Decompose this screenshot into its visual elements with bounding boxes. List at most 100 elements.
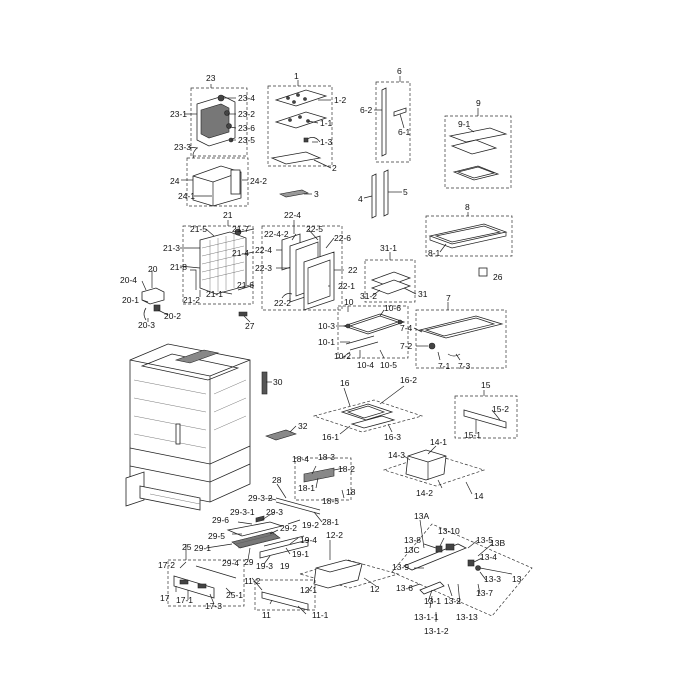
- label-29-2: 29-2: [280, 523, 297, 533]
- label-13-1: 13-1: [424, 596, 441, 606]
- label-29-4: 29-4: [222, 558, 239, 568]
- label-13-2: 13-2: [444, 596, 461, 606]
- label-18-4: 18-4: [292, 454, 309, 464]
- label-13-10: 13-10: [438, 526, 460, 536]
- label-10-2: 10-2: [334, 351, 351, 361]
- label-22: 22: [348, 265, 358, 275]
- label-13-8: 13-8: [404, 535, 421, 545]
- part-5: [383, 169, 389, 217]
- label-22-3: 22-3: [255, 263, 272, 273]
- label-18: 18: [346, 487, 356, 497]
- part-group-10: [337, 305, 409, 359]
- label-21-5: 21-5: [190, 224, 207, 234]
- label-22-5: 22-5: [306, 224, 323, 234]
- label-29-3-2: 29-3-2: [248, 493, 273, 503]
- part-group-19: [259, 535, 309, 559]
- part-30: [261, 371, 268, 395]
- label-9-1: 9-1: [458, 119, 471, 129]
- label-19-4: 19-4: [300, 535, 317, 545]
- label-19-3: 19-3: [256, 561, 273, 571]
- label-10-3: 10-3: [318, 321, 335, 331]
- label-25: 25: [182, 542, 192, 552]
- label-17-2: 17-2: [158, 560, 175, 570]
- label-28-1: 28-1: [322, 517, 339, 527]
- label-1: 1: [294, 71, 299, 81]
- label-6: 6: [397, 66, 402, 76]
- label-17-3: 17-3: [205, 601, 222, 611]
- label-23: 23: [206, 73, 216, 83]
- label-19-1: 19-1: [292, 549, 309, 559]
- label-17: 17: [160, 593, 170, 603]
- label-14-1: 14-1: [430, 437, 447, 447]
- label-8-1: 8-1: [428, 248, 441, 258]
- label-3: 3: [314, 189, 319, 199]
- label-20-2: 20-2: [164, 311, 181, 321]
- label-23-1: 23-1: [170, 109, 187, 119]
- part-group-23: [190, 84, 248, 159]
- part-26: [478, 267, 488, 277]
- label-18-2: 18-2: [338, 464, 355, 474]
- part-3: [279, 189, 309, 198]
- part-2: [270, 151, 322, 165]
- label-31-2: 31-2: [360, 291, 377, 301]
- label-21-7: 21-7: [232, 224, 249, 234]
- part-group-31: [364, 259, 416, 303]
- part-group-18: [294, 457, 352, 501]
- label-20-1: 20-1: [122, 295, 139, 305]
- label-31: 31: [418, 289, 428, 299]
- label-13-1-2: 13-1-2: [424, 626, 449, 636]
- label-19-2: 19-2: [302, 520, 319, 530]
- label-13C: 13C: [404, 545, 420, 555]
- part-group-8: [425, 215, 513, 257]
- label-25-1: 25-1: [226, 590, 243, 600]
- label-30: 30: [273, 377, 283, 387]
- label-21-6: 21-6: [237, 280, 254, 290]
- label-29-3: 29-3: [266, 507, 283, 517]
- label-22-4: 22-4: [284, 210, 301, 220]
- label-19: 19: [280, 561, 290, 571]
- label-21-1: 21-1: [206, 289, 223, 299]
- label-22-4-2: 22-4-2: [264, 229, 289, 239]
- label-29: 29: [244, 557, 254, 567]
- label-27: 27: [245, 321, 255, 331]
- label-29-5: 29-5: [208, 531, 225, 541]
- label-5: 5: [403, 187, 408, 197]
- label-16-3: 16-3: [384, 432, 401, 442]
- label-2: 2: [332, 163, 337, 173]
- part-27: [238, 311, 248, 317]
- part-group-6: [375, 81, 411, 163]
- label-21-3: 21-3: [163, 243, 180, 253]
- label-12: 12: [370, 584, 380, 594]
- label-13-1-1: 13-1-1: [414, 612, 439, 622]
- label-12-1: 12-1: [300, 585, 317, 595]
- label-31-1: 31-1: [380, 243, 397, 253]
- label-1-1: 1-1: [320, 118, 333, 128]
- label-8: 8: [465, 202, 470, 212]
- label-29-6: 29-6: [212, 515, 229, 525]
- label-16-1: 16-1: [322, 432, 339, 442]
- label-20-4: 20-4: [120, 275, 137, 285]
- label-14: 14: [474, 491, 484, 501]
- label-29-1: 29-1: [194, 543, 211, 553]
- label-23-2: 23-2: [238, 109, 255, 119]
- label-32: 32: [298, 421, 308, 431]
- label-10-5: 10-5: [380, 360, 397, 370]
- label-10: 10: [344, 297, 354, 307]
- label-26: 26: [493, 272, 503, 282]
- label-21: 21: [223, 210, 233, 220]
- label-1-3: 1-3: [320, 137, 333, 147]
- label-11-1: 11-1: [312, 610, 329, 620]
- label-13-5: 13-5: [476, 535, 493, 545]
- label-18-5: 18-5: [322, 496, 339, 506]
- label-14-3: 14-3: [388, 450, 405, 460]
- refrigerator-cabinet: [125, 343, 251, 511]
- part-group-9: [444, 115, 512, 189]
- part-labels: 1 1-2 1-1 1-3 2 3 4 5 6 6-2 6-1 9 9-1 8 …: [120, 66, 522, 636]
- label-13-9: 13-9: [392, 562, 409, 572]
- label-17-1: 17-1: [176, 595, 193, 605]
- label-28: 28: [272, 475, 282, 485]
- label-23-5: 23-5: [238, 135, 255, 145]
- label-21-8: 21-8: [170, 262, 187, 272]
- label-21-4: 21-4: [232, 248, 249, 258]
